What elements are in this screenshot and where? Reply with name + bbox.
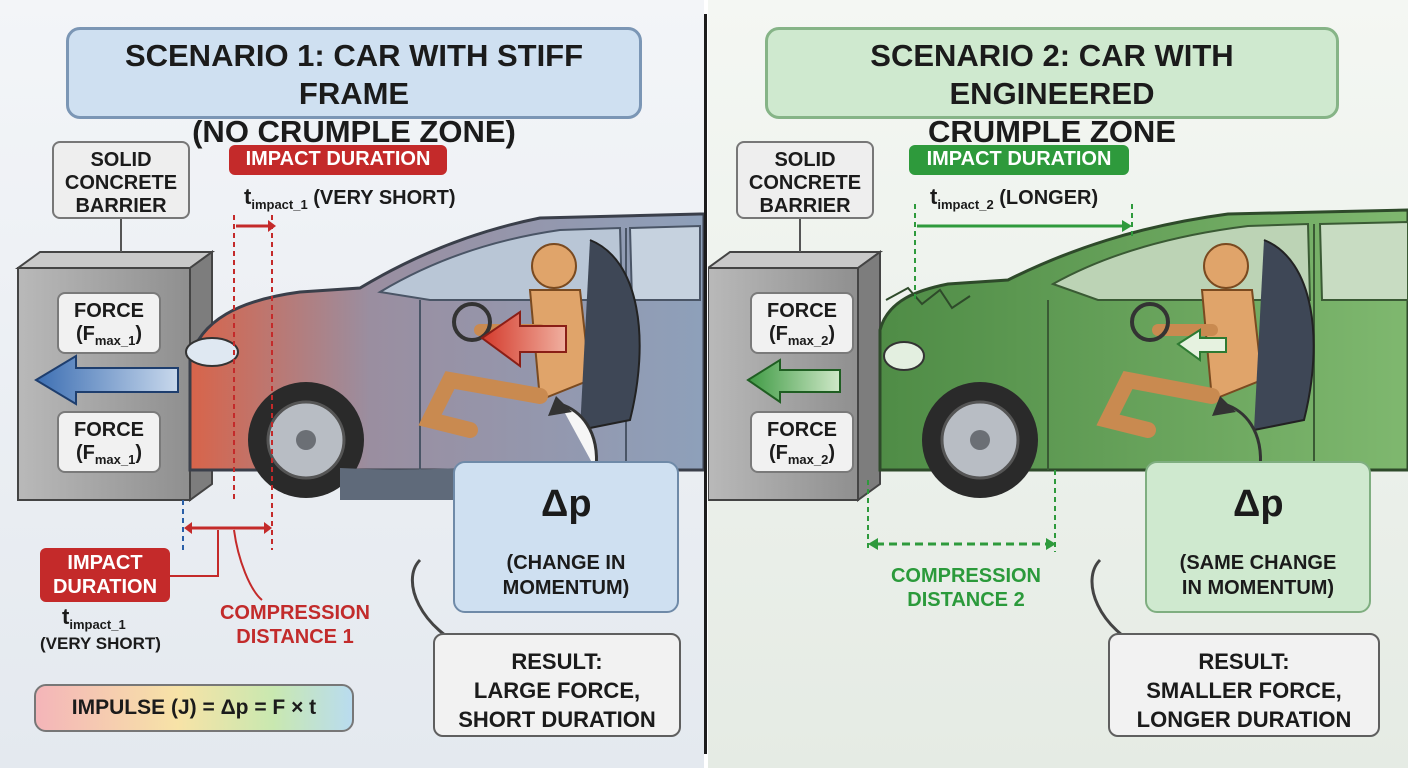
time-subscript: impact_2 [937,197,994,212]
reaction-force-arrow [746,358,841,404]
force-word: FORCE [74,300,144,322]
force-label-lower: FORCE (Fmax_2) [750,411,854,473]
time-symbol: t [930,184,938,209]
compression-distance-label: COMPRESSION DISTANCE 1 [210,601,380,649]
impulse-formula: IMPULSE (J) = Δp = F × t [34,684,354,732]
momentum-caption: (SAME CHANGE IN MOMENTUM) [1147,551,1369,601]
barrier-label-line1: SOLID [90,149,152,171]
scenario-1-title-line2: (NO CRUMPLE ZONE) [192,114,516,149]
scenario-2-result: RESULT: SMALLER FORCE, LONGER DURATION [1108,633,1380,737]
caption-line1: (CHANGE IN [506,552,626,574]
momentum-change-box: Δp (SAME CHANGE IN MOMENTUM) [1145,461,1371,613]
momentum-caption: (CHANGE IN MOMENTUM) [455,551,677,601]
caption-line1: (SAME CHANGE [1179,552,1337,574]
force-label-upper: FORCE (Fmax_2) [750,292,854,354]
time-note: (VERY SHORT) [313,187,456,209]
scenario-1-title-label: SCENARIO 1: [124,38,325,73]
crash-test-dummy [1096,239,1315,438]
reaction-force-arrow [34,354,179,406]
compression-line2: DISTANCE 1 [236,626,354,648]
time-note: (LONGER) [999,187,1099,209]
barrier-label-line2: CONCRETE [64,172,178,194]
inertia-arrow [480,310,567,368]
force-word: FORCE [767,419,837,441]
scenario-1-result: RESULT: LARGE FORCE, SHORT DURATION [433,633,681,737]
barrier-label: SOLID CONCRETE BARRIER [736,141,874,219]
result-line2: LONGER DURATION [1136,707,1352,732]
compression-line1: COMPRESSION [219,602,371,624]
impact-time-label: timpact_2 (LONGER) [930,184,1098,212]
force-subscript: max_1 [94,333,136,348]
force-label-lower: FORCE (Fmax_1) [57,411,161,473]
momentum-change-box: Δp (CHANGE IN MOMENTUM) [453,461,679,613]
scenario-divider [704,14,707,754]
scenario-2-panel: SCENARIO 2: CAR WITH ENGINEERED CRUMPLE … [708,0,1408,768]
time-subscript: impact_1 [69,617,126,632]
barrier-label-line3: BARRIER [75,195,167,217]
caption-line2: IN MOMENTUM) [1181,577,1335,599]
delta-p-symbol: Δp [1233,483,1284,525]
force-subscript: max_2 [787,452,829,467]
result-line1: SMALLER FORCE, [1146,678,1342,703]
scenario-1-illustration [14,212,704,652]
scenario-1-title-text: CAR WITH STIFF FRAME [298,38,584,111]
force-close: ) [135,442,143,464]
caption-line2: MOMENTUM) [502,577,630,599]
tag-line2: DURATION [52,576,158,598]
force-symbol: (F [75,442,95,464]
compression-distance-label: COMPRESSION DISTANCE 2 [878,564,1054,612]
result-line2: SHORT DURATION [458,707,656,732]
result-heading: RESULT: [511,649,603,674]
crumple-zone-car [878,208,1408,498]
delta-p-symbol: Δp [541,483,592,525]
force-close: ) [828,442,836,464]
force-subscript: max_1 [94,452,136,467]
force-word: FORCE [74,419,144,441]
time-subscript: impact_1 [251,197,308,212]
force-symbol: (F [75,323,95,345]
impact-duration-tag: IMPACT DURATION [909,145,1129,175]
time-symbol: t [62,604,70,629]
barrier-label: SOLID CONCRETE BARRIER [52,141,190,219]
impact-duration-tag-bottom: IMPACT DURATION [40,548,170,602]
tag-line1: IMPACT [67,552,143,574]
time-symbol: t [244,184,252,209]
force-symbol: (F [768,442,788,464]
barrier-label-line1: SOLID [774,149,836,171]
force-close: ) [135,323,143,345]
result-line1: LARGE FORCE, [473,678,641,703]
impact-time-note-bottom: (VERY SHORT) [40,634,161,653]
force-close: ) [828,323,836,345]
barrier-label-line2: CONCRETE [748,172,862,194]
impact-duration-tag: IMPACT DURATION [229,145,447,175]
force-subscript: max_2 [787,333,829,348]
barrier-label-line3: BARRIER [759,195,851,217]
inertia-arrow [1176,328,1227,362]
scenario-2-title-label: SCENARIO 2: [870,38,1071,73]
compression-line1: COMPRESSION [890,565,1042,587]
scenario-2-title-text: CAR WITH ENGINEERED [949,38,1234,111]
force-word: FORCE [767,300,837,322]
force-symbol: (F [768,323,788,345]
impact-time-label-bottom: timpact_1 [62,604,126,632]
scenario-1-panel: SCENARIO 1: CAR WITH STIFF FRAME (NO CRU… [0,0,704,768]
scenario-2-title: SCENARIO 2: CAR WITH ENGINEERED CRUMPLE … [765,27,1339,149]
scenario-1-title: SCENARIO 1: CAR WITH STIFF FRAME (NO CRU… [66,27,642,149]
scenario-2-title-line2: CRUMPLE ZONE [928,114,1176,149]
impact-time-label: timpact_1 (VERY SHORT) [244,184,456,212]
result-heading: RESULT: [1198,649,1290,674]
force-label-upper: FORCE (Fmax_1) [57,292,161,354]
compression-line2: DISTANCE 2 [907,589,1025,611]
